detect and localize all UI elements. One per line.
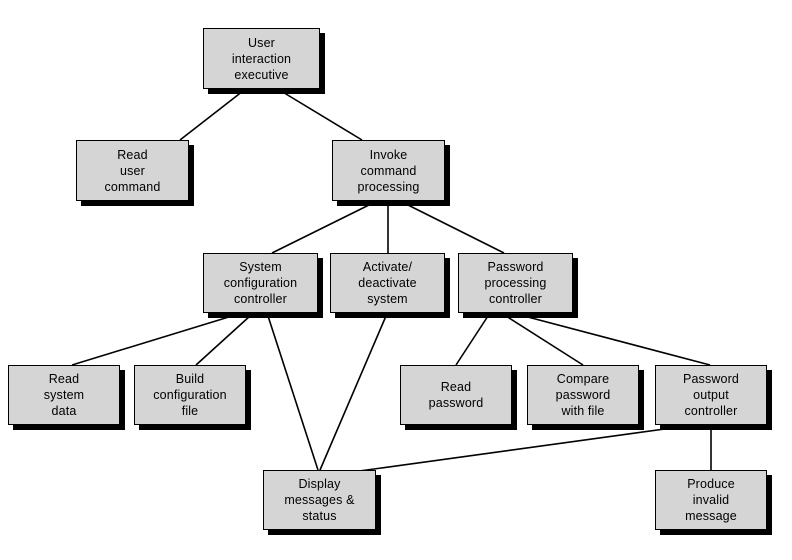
node-label-line: Invoke	[369, 147, 408, 162]
edge-password-processing-to-read-password	[455, 315, 489, 366]
node-label-line: Build	[175, 372, 205, 386]
node-label-line: user	[120, 163, 145, 178]
edge-system-config-to-build-config-file	[195, 315, 251, 366]
node-label-line: Produce	[687, 477, 735, 491]
node-label-line: interaction	[231, 51, 292, 66]
node-label-line: User	[248, 35, 275, 50]
node-label-line: password	[555, 388, 611, 402]
node-read-password[interactable]: Read password	[400, 365, 512, 425]
node-label-line: Activate/	[362, 260, 413, 274]
node-build-configuration-file[interactable]: Build configuration file	[134, 365, 246, 425]
node-label-line: system	[43, 388, 85, 402]
node-label-line: Read	[117, 147, 148, 162]
node-label-line: Read	[440, 380, 472, 394]
node-label-line: invalid	[692, 493, 730, 507]
node-label-line: output	[693, 388, 729, 402]
node-label-line: Compare	[556, 372, 610, 386]
edge-password-processing-to-password-output	[523, 315, 711, 366]
node-label-line: Password	[487, 260, 544, 274]
node-label-line: executive	[234, 67, 289, 82]
node-label-line: status	[302, 509, 337, 523]
node-password-output-controller[interactable]: Password output controller	[655, 365, 767, 425]
node-label-line: System	[239, 260, 282, 274]
node-label-line: controller	[234, 292, 287, 306]
node-label-line: command	[104, 179, 161, 194]
node-system-configuration-controller[interactable]: System configuration controller	[203, 253, 318, 313]
edge-password-output-to-display	[351, 427, 673, 473]
node-label-line: system	[367, 292, 408, 306]
node-produce-invalid-message[interactable]: Produce invalid message	[655, 470, 767, 530]
node-label-line: processing	[357, 179, 420, 194]
node-label-line: configuration	[153, 388, 227, 402]
edge-system-config-to-display	[267, 315, 319, 471]
node-label-line: messages &	[284, 493, 355, 507]
node-label-line: controller	[489, 292, 542, 306]
node-password-processing-controller[interactable]: Password processing controller	[458, 253, 573, 313]
edge-activate-to-display	[319, 315, 387, 471]
node-activate-deactivate-system[interactable]: Activate/deactivate system	[330, 253, 445, 313]
node-label-line: deactivate	[358, 276, 417, 290]
edge-password-processing-to-compare-password	[505, 315, 584, 366]
node-label-line: password	[428, 396, 484, 410]
node-read-system-data[interactable]: Read system data	[8, 365, 120, 425]
edge-executive-to-read-user-command	[179, 90, 244, 141]
edge-invoke-to-password-processing	[405, 203, 505, 254]
node-label-line: Password	[682, 372, 740, 386]
node-label-line: configuration	[223, 276, 298, 290]
edge-executive-to-invoke	[280, 90, 363, 141]
node-label-line: processing	[484, 276, 547, 290]
node-label-line: Display	[298, 477, 341, 491]
node-label-line: data	[51, 404, 77, 418]
node-compare-password-with-file[interactable]: Compare password with file	[527, 365, 639, 425]
node-label-line: controller	[684, 404, 738, 418]
node-label-line: message	[685, 509, 737, 523]
node-display-messages-status[interactable]: Display messages & status	[263, 470, 376, 530]
node-label-line: command	[360, 163, 417, 178]
edge-invoke-to-system-config	[271, 203, 372, 254]
node-label-line: file	[181, 404, 199, 418]
edge-system-config-to-read-system-data	[71, 315, 233, 366]
node-label-line: with file	[561, 404, 605, 418]
node-label-line: Read	[48, 372, 80, 386]
